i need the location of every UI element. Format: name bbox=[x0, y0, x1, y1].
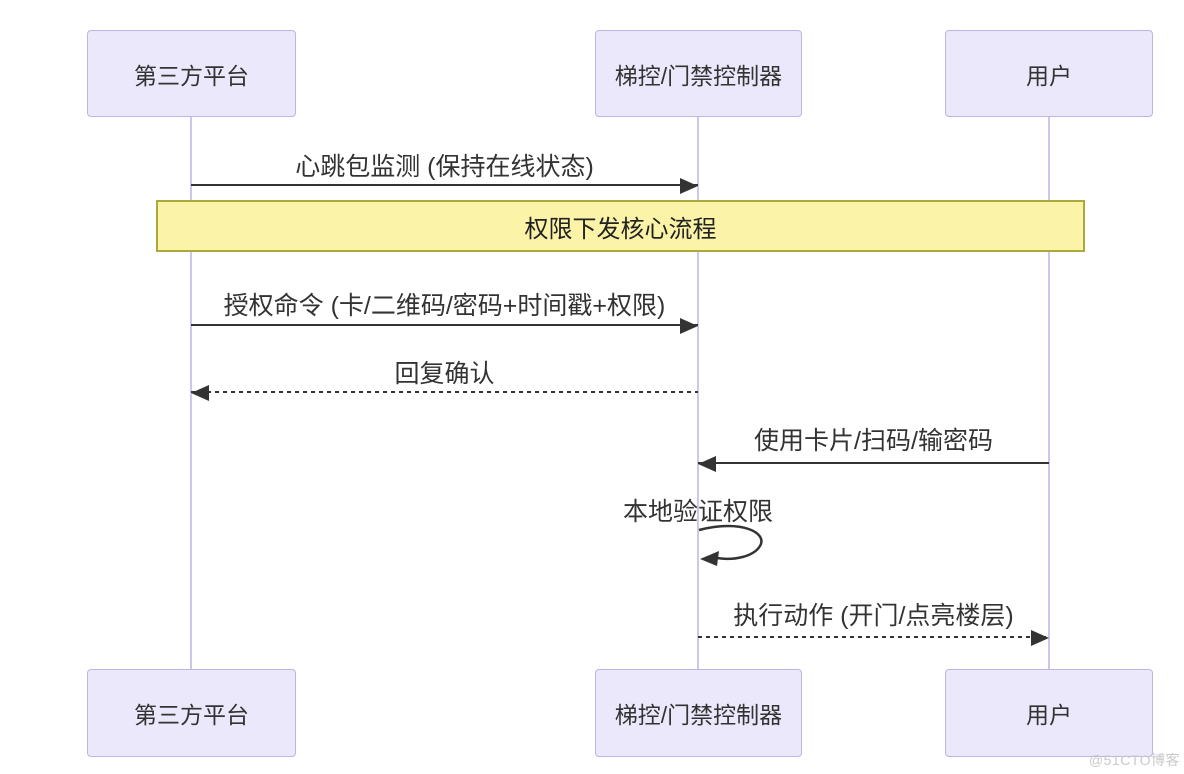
actor-box-user-bottom: 用户 bbox=[945, 669, 1153, 757]
message-label-heartbeat: 心跳包监测 (保持在线状态) bbox=[295, 153, 594, 181]
lifeline-user bbox=[1048, 117, 1050, 669]
lifeline-access-controller bbox=[697, 117, 699, 669]
message-label-execute-action: 执行动作 (开门/点亮楼层) bbox=[733, 602, 1014, 630]
self-loop-arrow-icon bbox=[698, 524, 763, 566]
message-line-reply-confirm bbox=[191, 391, 698, 393]
watermark: @51CTO博客 bbox=[1088, 752, 1180, 768]
actor-box-access-controller-bottom: 梯控/门禁控制器 bbox=[595, 669, 802, 757]
message-line-heartbeat bbox=[191, 184, 698, 186]
message-line-execute-action bbox=[698, 636, 1049, 638]
actor-box-access-controller-top: 梯控/门禁控制器 bbox=[595, 30, 802, 117]
arrowhead-left-icon bbox=[191, 385, 209, 401]
message-label-local-verify: 本地验证权限 bbox=[622, 498, 773, 526]
actor-box-third-party-platform-bottom: 第三方平台 bbox=[87, 669, 296, 757]
message-label-use-credential: 使用卡片/扫码/输密码 bbox=[754, 427, 993, 455]
actor-box-user-top: 用户 bbox=[945, 30, 1153, 117]
arrowhead-right-icon bbox=[680, 178, 698, 194]
actor-box-third-party-platform-top: 第三方平台 bbox=[87, 30, 296, 117]
section-banner: 权限下发核心流程 bbox=[156, 200, 1085, 252]
arrowhead-right-icon bbox=[680, 318, 698, 334]
message-line-auth-command bbox=[191, 324, 698, 326]
arrowhead-left-icon bbox=[698, 456, 716, 472]
message-label-reply-confirm: 回复确认 bbox=[394, 360, 495, 388]
message-label-auth-command: 授权命令 (卡/二维码/密码+时间戳+权限) bbox=[223, 292, 666, 320]
arrowhead-right-icon bbox=[1031, 630, 1049, 646]
message-line-use-credential bbox=[698, 462, 1049, 464]
